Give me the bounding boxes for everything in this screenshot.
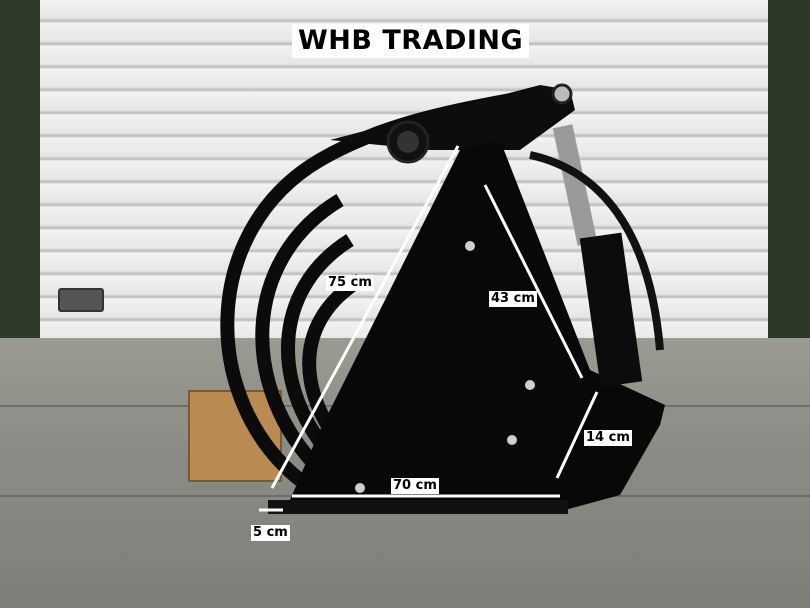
door-frame-left (0, 0, 40, 350)
arrow-side (483, 184, 584, 379)
brand-watermark: WHB TRADING (292, 24, 530, 58)
tine (255, 194, 344, 475)
hydraulic-hose (529, 151, 664, 351)
dimension-label-bottom: 70 cm (391, 478, 439, 494)
cylinder-rod (552, 124, 598, 246)
dimension-label-lip: 5 cm (251, 525, 290, 541)
side-plate (290, 140, 665, 510)
dimension-label-tip: 14 cm (584, 430, 632, 446)
dimension-label-diagonal: 75 cm (326, 275, 374, 291)
bolt (465, 241, 475, 251)
arrow-diagonal (270, 145, 460, 489)
tine (281, 234, 354, 465)
bolt (355, 483, 365, 493)
arrow-tip (555, 391, 599, 479)
bottom-lip (268, 500, 568, 514)
door-vent (58, 288, 104, 312)
bolt (525, 380, 535, 390)
hydraulic-cylinder (579, 232, 643, 388)
bolt (507, 435, 517, 445)
top-arm (330, 85, 575, 150)
pivot-tube-hole (397, 131, 419, 153)
door-frame-right (768, 0, 810, 345)
pivot-pin (551, 83, 573, 105)
dimension-label-side: 43 cm (489, 291, 537, 307)
